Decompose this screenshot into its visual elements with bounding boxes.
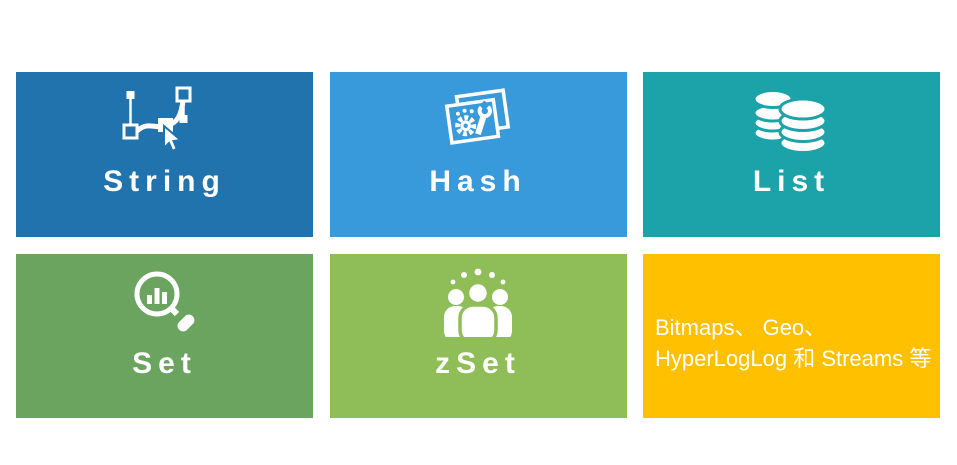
people-group-icon [436, 266, 520, 338]
tile-label-set: Set [132, 346, 197, 380]
bezier-curve-icon [120, 84, 210, 156]
tile-list: List [643, 72, 940, 237]
tile-grid: String Hash [16, 72, 940, 418]
tile-others-text: Bitmaps、 Geo、 HyperLogLog 和 Streams 等 [655, 312, 931, 374]
tile-set: Set [16, 253, 313, 418]
tile-label-hash: Hash [429, 165, 527, 198]
tile-others-line-1: Bitmaps、 Geo、 [655, 314, 827, 340]
tile-others: Bitmaps、 Geo、 HyperLogLog 和 Streams 等 [643, 253, 940, 418]
tile-others-line-2: HyperLogLog 和 Streams 等 [655, 345, 932, 371]
tile-label-string: String [103, 165, 226, 198]
tile-zset: zSet [329, 253, 627, 418]
settings-window-icon [438, 84, 518, 156]
tile-string: String [16, 72, 313, 237]
tile-hash: Hash [329, 72, 627, 237]
tile-label-list: List [752, 165, 831, 198]
tile-label-zset: zSet [435, 346, 521, 380]
magnifier-chart-icon [129, 266, 201, 338]
coin-stacks-icon [749, 84, 835, 156]
